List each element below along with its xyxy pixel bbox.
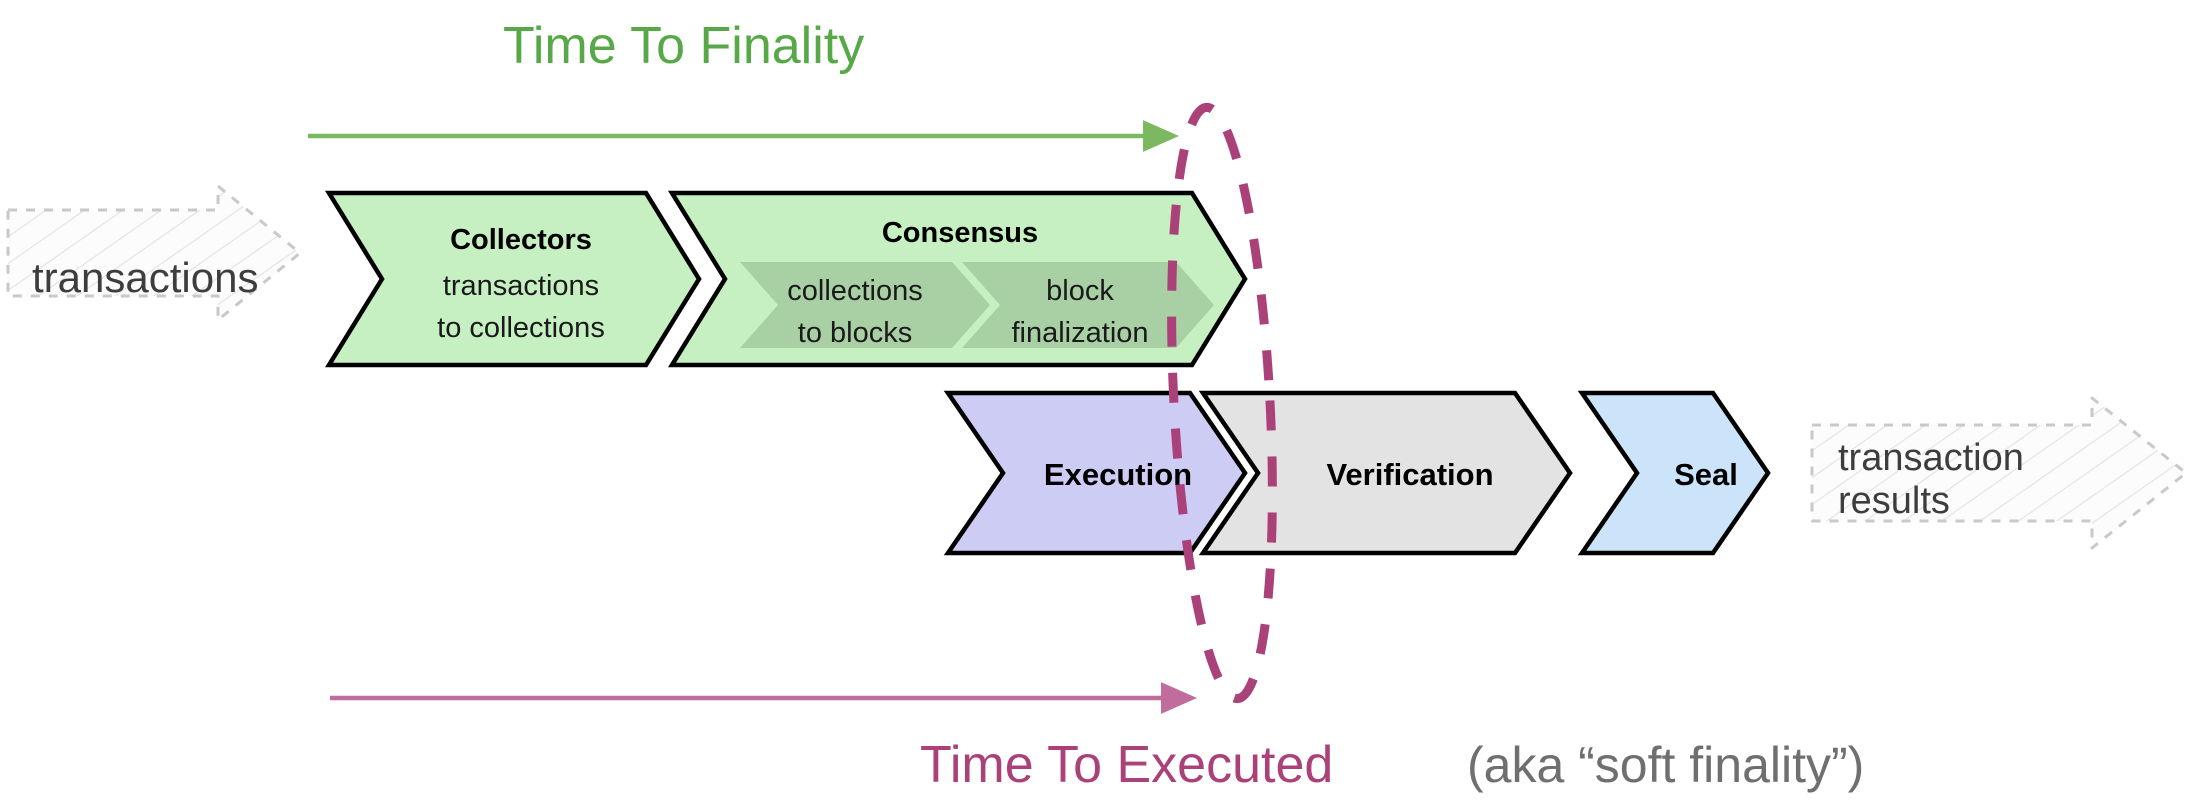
stage-consensus-title: Consensus bbox=[882, 217, 1038, 249]
consensus-step-1-line2: to blocks bbox=[798, 317, 912, 349]
consensus-step-1-line1: collections bbox=[787, 275, 922, 307]
output-transaction-results-line1: transaction bbox=[1838, 437, 2024, 479]
stage-collectors-sub-line2: to collections bbox=[437, 312, 605, 344]
time-to-finality-title: Time To Finality bbox=[503, 17, 864, 75]
output-transaction-results-line2: results bbox=[1838, 480, 1950, 522]
stage-consensus[interactable]: Consensus collections to blocks block fi… bbox=[667, 190, 1248, 368]
consensus-step-block-finalization[interactable]: block finalization bbox=[962, 262, 1214, 349]
time-to-executed-note: (aka “soft finality”) bbox=[1467, 737, 1864, 793]
stage-seal[interactable]: Seal bbox=[1577, 390, 1771, 556]
input-transactions-label: transactions bbox=[32, 254, 258, 301]
stage-collectors-title: Collectors bbox=[450, 224, 592, 256]
output-transaction-results-arrow: transaction results bbox=[1810, 396, 2188, 550]
consensus-step-2-line2: finalization bbox=[1011, 317, 1148, 349]
stage-verification-title: Verification bbox=[1326, 457, 1493, 492]
consensus-step-2-line1: block bbox=[1046, 275, 1114, 307]
stage-collectors-sub-line1: transactions bbox=[443, 270, 599, 302]
input-transactions-arrow: transactions bbox=[6, 184, 302, 322]
stage-execution[interactable]: Execution bbox=[943, 390, 1248, 556]
stage-verification[interactable]: Verification bbox=[1198, 390, 1573, 556]
stage-execution-title: Execution bbox=[1044, 457, 1192, 492]
consensus-step-collections-to-blocks[interactable]: collections to blocks bbox=[740, 262, 990, 349]
finality-boundary-ellipse bbox=[1167, 102, 1277, 704]
time-to-executed-title: Time To Executed bbox=[920, 736, 1333, 794]
stage-seal-title: Seal bbox=[1674, 457, 1738, 492]
stage-collectors[interactable]: Collectors transactions to collections bbox=[324, 190, 702, 368]
